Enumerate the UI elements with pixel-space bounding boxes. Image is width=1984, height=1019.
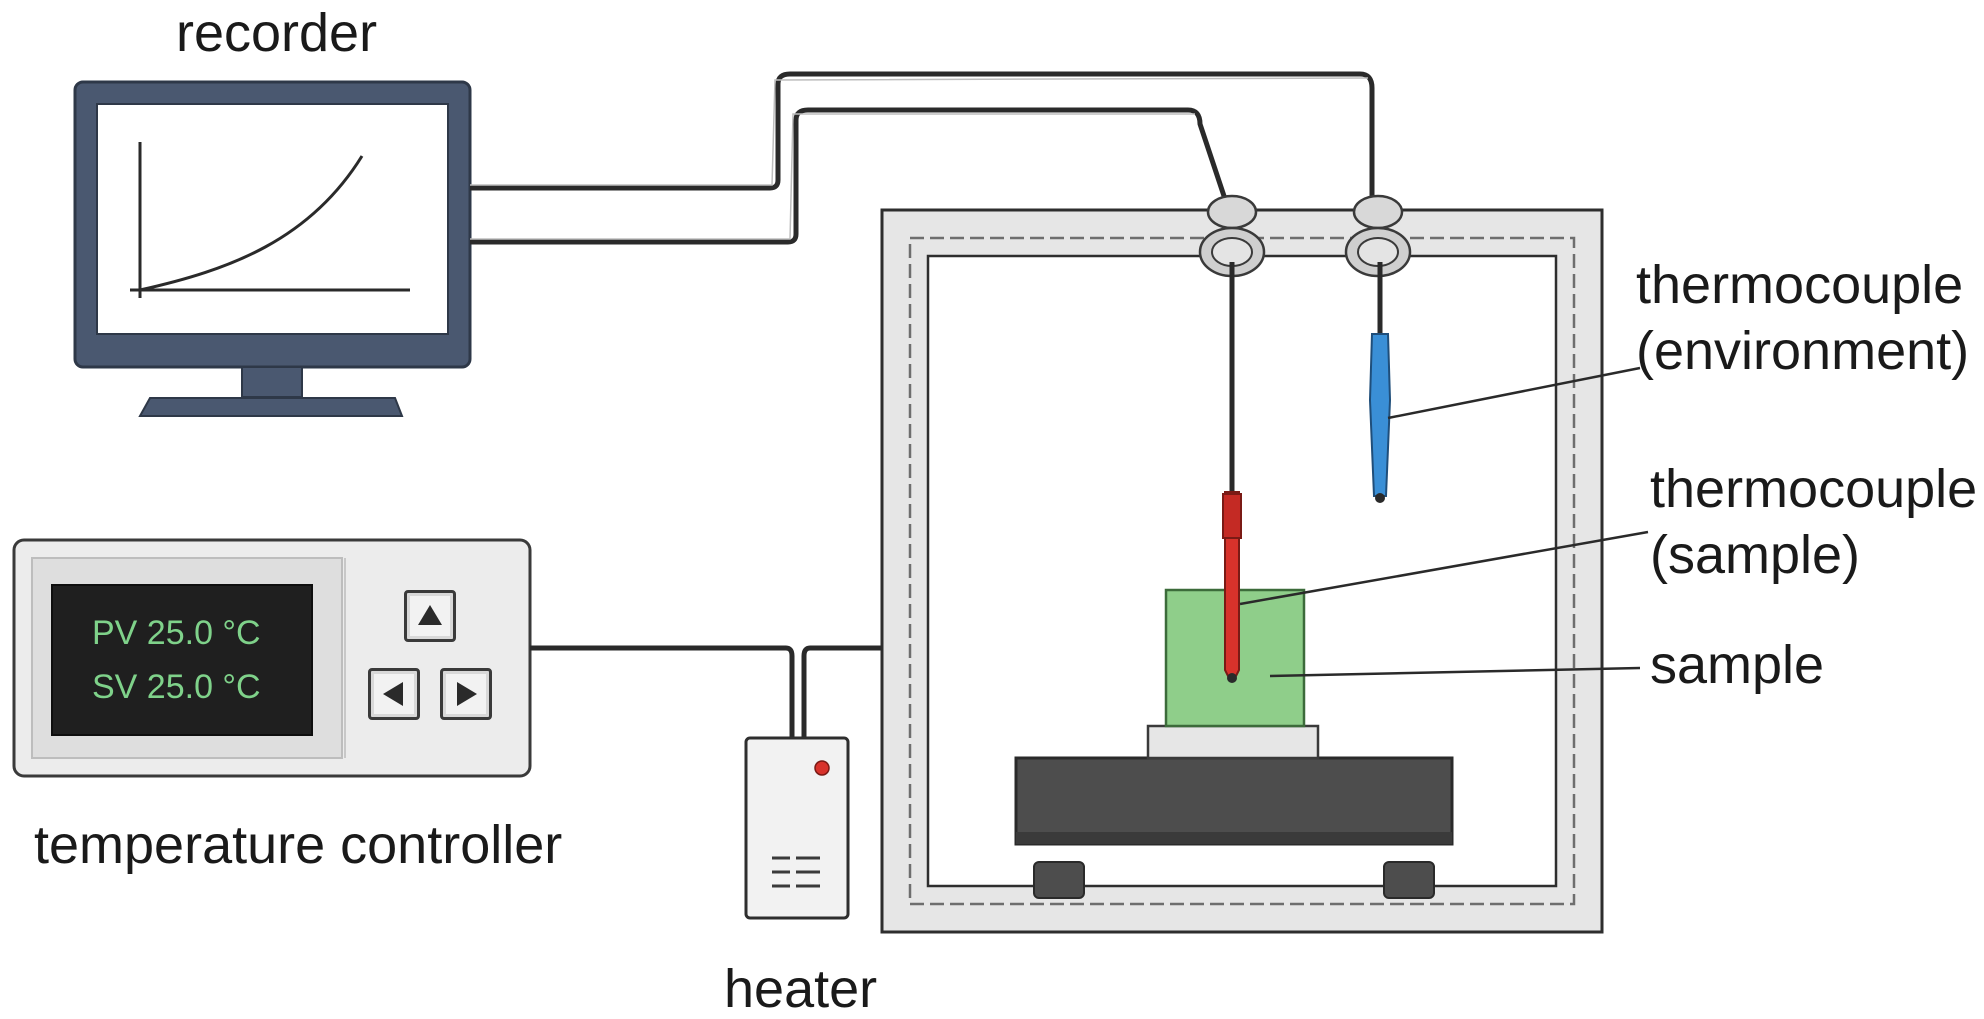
port-environment [1344, 194, 1412, 278]
controller-pv-readout: PV 25.0 °C [92, 614, 261, 652]
label-thermocouple-environment-1: thermocouple [1636, 255, 1964, 315]
chamber-ports [1198, 194, 1412, 278]
heater-body [744, 736, 850, 920]
leader-sample [1269, 666, 1641, 678]
controller-up-button[interactable] [404, 590, 456, 642]
cable-controller-heater [530, 645, 795, 740]
left-arrow-icon [383, 682, 403, 706]
label-thermocouple-environment-2: (environment) [1636, 321, 1970, 381]
controller-cables [530, 645, 882, 740]
heater [744, 736, 850, 920]
heater-led [814, 760, 830, 776]
stage-foot-left [1033, 861, 1085, 899]
monitor-base [138, 397, 404, 417]
label-thermocouple-sample-2: (sample) [1650, 525, 1861, 585]
probe-environment-junction [1375, 493, 1385, 503]
right-arrow-icon [457, 682, 477, 706]
cable-highlights [470, 77, 1369, 240]
cable-heater-chamber [801, 645, 882, 740]
up-arrow-icon [418, 605, 442, 625]
controller-left-button[interactable] [368, 668, 420, 720]
port-sample [1198, 194, 1266, 278]
temperature-controller [12, 538, 532, 778]
stage-plate [1146, 724, 1320, 760]
controller-lcd [51, 584, 313, 736]
heater-vents [772, 856, 820, 888]
probe-sample-junction [1227, 673, 1237, 683]
label-heater: heater [724, 959, 878, 1019]
plot-curve [139, 155, 364, 292]
stage [1014, 724, 1454, 899]
stage-foot-right [1383, 861, 1435, 899]
cable-sample [470, 107, 1233, 496]
label-sample: sample [1650, 635, 1825, 695]
stage-base [1014, 756, 1454, 846]
label-thermocouple-sample-1: thermocouple [1650, 459, 1978, 519]
monitor-neck [241, 366, 303, 398]
label-temperature-controller: temperature controller [34, 815, 563, 875]
leader-thermocouple-environment [1387, 366, 1641, 420]
stage-base-shadow [1016, 832, 1452, 844]
monitor-screen [96, 103, 449, 335]
leader-thermocouple-sample [1239, 530, 1649, 606]
recorder-monitor [73, 80, 472, 417]
recorder-cables [470, 71, 1383, 496]
cable-environment [470, 71, 1383, 330]
leader-lines [1239, 366, 1649, 678]
probe-environment-tip [1368, 333, 1392, 497]
controller-right-button[interactable] [440, 668, 492, 720]
probe-sample-grip [1222, 493, 1242, 539]
label-recorder: recorder [176, 3, 378, 63]
controller-sv-readout: SV 25.0 °C [92, 668, 261, 706]
